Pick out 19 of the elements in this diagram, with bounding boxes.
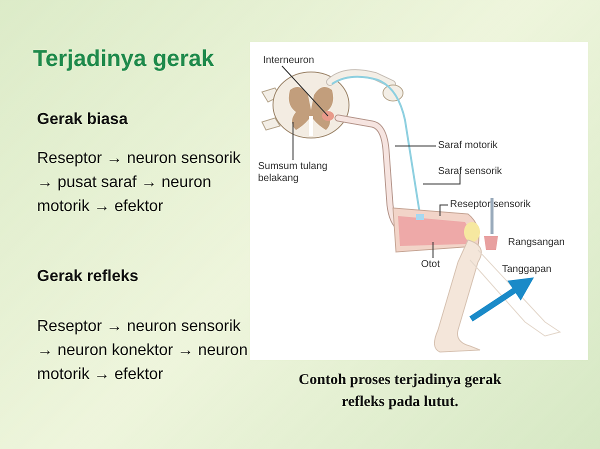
figure-caption: Contoh proses terjadinya gerak refleks pada lutut.	[298, 371, 502, 412]
heading: Gerak refleks	[37, 268, 138, 286]
part-label: Sumsum tulang belakang	[258, 161, 338, 185]
response-label: Tanggapan	[502, 264, 552, 275]
part-label: Saraf motorik	[438, 140, 498, 152]
stimulus-label: Rangsangan	[508, 237, 565, 248]
leader-line	[282, 66, 328, 116]
part-label: Reseptor sensorik	[450, 199, 531, 211]
part-label: Otot	[421, 259, 440, 271]
part-label: Interneuron	[263, 55, 314, 67]
paragraph: Reseptor → neuron sensorik → neuron konektor → neuron motorik → efektor	[37, 317, 249, 385]
leader-line	[292, 122, 294, 160]
heading: Gerak biasa	[37, 111, 128, 129]
leader-line	[422, 174, 460, 184]
part-label: Saraf sensorik	[438, 166, 502, 178]
slide-title: Terjadinya gerak	[33, 45, 214, 72]
leader-line	[440, 204, 448, 216]
paragraph: Reseptor → neuron sensorik → pusat saraf → neuron motorik → efektor	[37, 149, 242, 217]
leader-line	[432, 242, 434, 258]
